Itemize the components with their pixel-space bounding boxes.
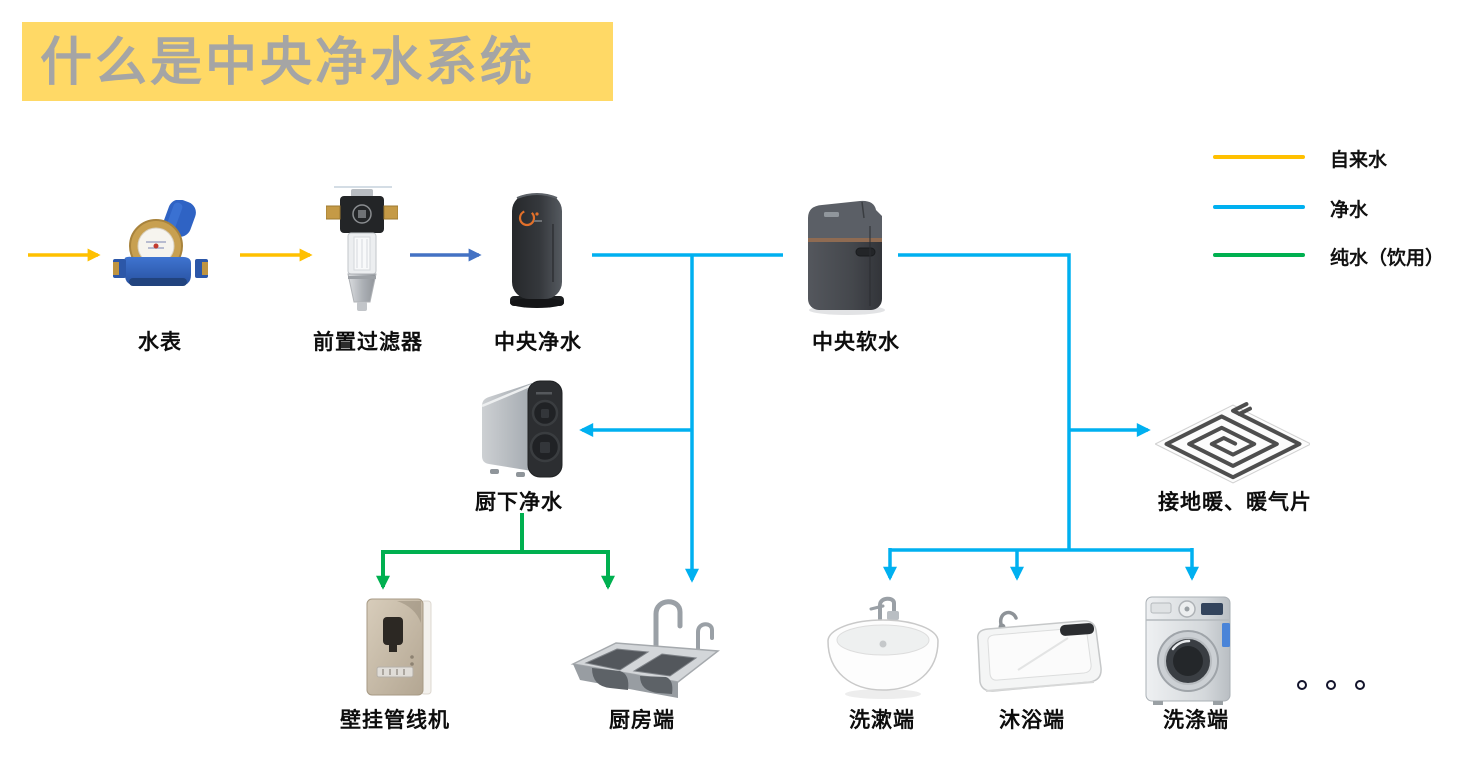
- kitchen-sink-image: [570, 588, 720, 707]
- edge-softener-main: [898, 253, 1071, 550]
- ellipsis-dot: [1297, 680, 1307, 690]
- central-purifier-image: [503, 190, 571, 317]
- wall-dispenser-image: [363, 597, 435, 704]
- legend-label-tap-water: 自来水: [1330, 150, 1388, 171]
- label-water-meter: 水表: [138, 331, 182, 354]
- label-pre-filter: 前置过滤器: [313, 331, 423, 354]
- under-sink-purifier-image: [476, 376, 568, 487]
- label-under-sink: 厨下净水: [475, 491, 563, 514]
- label-wall-dispenser: 壁挂管线机: [340, 709, 450, 732]
- label-bath: 沐浴端: [999, 709, 1065, 732]
- pre-filter-image: [325, 186, 399, 321]
- legend-line-pure-water: [1213, 253, 1305, 257]
- page-title: 什么是中央净水系统: [22, 22, 613, 101]
- label-central-purifier: 中央净水: [494, 331, 582, 354]
- legend-line-tap-water: [1213, 155, 1305, 159]
- label-laundry: 洗涤端: [1163, 709, 1229, 732]
- legend-line-purified-water: [1213, 205, 1305, 209]
- washing-machine-image: [1143, 593, 1237, 712]
- bathtub-image: [966, 598, 1110, 705]
- label-central-softener: 中央软水: [812, 331, 900, 354]
- legend-label-purified-water: 净水: [1330, 200, 1369, 221]
- label-washbasin: 洗漱端: [849, 709, 915, 732]
- floor-heating-image: [1155, 398, 1310, 491]
- washbasin-image: [824, 593, 942, 710]
- label-kitchen: 厨房端: [609, 709, 675, 732]
- ellipsis-dot: [1355, 680, 1365, 690]
- water-meter-image: [113, 199, 208, 303]
- label-floor-heating: 接地暖、暖气片: [1158, 491, 1312, 514]
- legend-label-pure-water: 纯水（饮用）: [1330, 248, 1445, 269]
- central-softener-image: [800, 196, 894, 322]
- ellipsis-dot: [1326, 680, 1336, 690]
